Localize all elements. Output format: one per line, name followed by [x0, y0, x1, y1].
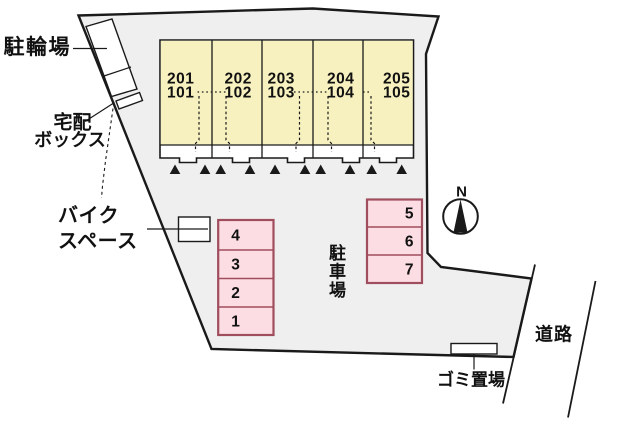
parking-lot-char-1: 駐	[329, 243, 346, 263]
bicycle-parking-divider	[103, 66, 132, 77]
bike-space-dashed-leader-line	[100, 108, 114, 199]
garbage-area-label: ゴミ置場	[437, 370, 505, 390]
door-dashed-line	[225, 96, 231, 152]
entrance-marker-triangle	[396, 164, 407, 174]
bike-space-label-line2: スペース	[58, 231, 138, 253]
unit-104-label: 104	[327, 85, 354, 102]
parking-right-outline	[365, 198, 424, 285]
door-dashed-line	[370, 96, 376, 152]
unit-201-label: 201	[167, 71, 194, 88]
unit-103-label: 103	[268, 85, 295, 102]
building: 201 101 202 102 203 103 204 104 205 105	[159, 39, 415, 174]
unit-105-label: 105	[383, 85, 410, 102]
bike-space: バイク スペース	[58, 108, 211, 253]
unit-205-label: 205	[383, 71, 410, 88]
compass-north-label: N	[456, 184, 467, 201]
unit-102-label: 102	[225, 85, 252, 102]
garbage-area: ゴミ置場	[437, 342, 505, 390]
door-dashed-line	[295, 96, 301, 152]
parking-lot-label: 駐 車 場	[329, 243, 346, 300]
delivery-box-shape	[115, 91, 144, 110]
road-edge-line-right	[567, 280, 597, 418]
delivery-box-label-line1: 宅配	[53, 111, 91, 134]
unit-203-label: 203	[268, 71, 295, 88]
entrance-marker-triangle	[299, 164, 311, 174]
entrance-marker-triangle	[199, 164, 211, 174]
delivery-box-leader-line	[84, 101, 115, 123]
entrance-marker-triangle	[244, 164, 256, 174]
delivery-box-label-line2: ボックス	[34, 130, 105, 150]
parking-lot-char-3: 場	[329, 281, 346, 300]
bicycle-parking-shape	[85, 18, 138, 98]
parking-left-outline	[217, 218, 275, 337]
bicycle-parking: 駐輪場	[4, 18, 138, 98]
entrance-marker-triangle	[169, 164, 181, 174]
delivery-box: 宅配 ボックス	[34, 91, 144, 150]
parking-space-7-label: 7	[405, 262, 414, 279]
garbage-area-shape	[450, 342, 498, 355]
entrance-marker-triangle	[366, 164, 377, 174]
unit-101-label: 101	[167, 85, 194, 102]
compass-needle	[453, 199, 468, 233]
parking-lot-char-2: 車	[329, 262, 346, 282]
parking-space-3-label: 3	[231, 257, 240, 274]
parking-space-6-label: 6	[405, 234, 414, 251]
unit-202-label: 202	[225, 71, 252, 88]
road-label: 道路	[535, 324, 573, 345]
unit-204-label: 204	[327, 71, 354, 88]
door-dashed-line	[327, 96, 333, 152]
north-compass-icon: N	[442, 184, 479, 235]
bike-space-label-line1: バイク	[58, 204, 119, 227]
parking-space-5-label: 5	[405, 206, 414, 223]
road-edge-line-left	[502, 264, 536, 404]
door-dashed-line	[194, 96, 200, 152]
parking-space-4-label: 4	[231, 228, 240, 245]
entrance-marker-triangle	[344, 164, 356, 174]
parking-right-column: 5 6 7	[365, 198, 424, 285]
entrance-marker-triangle	[215, 164, 226, 174]
parking-space-2-label: 2	[231, 285, 240, 302]
entrance-marker-triangle	[315, 164, 326, 174]
parking-left-column: 4 3 2 1	[217, 218, 275, 337]
entrance-marker-triangle	[269, 164, 281, 174]
parking-space-1-label: 1	[231, 314, 240, 331]
bicycle-parking-label: 駐輪場	[4, 35, 72, 59]
